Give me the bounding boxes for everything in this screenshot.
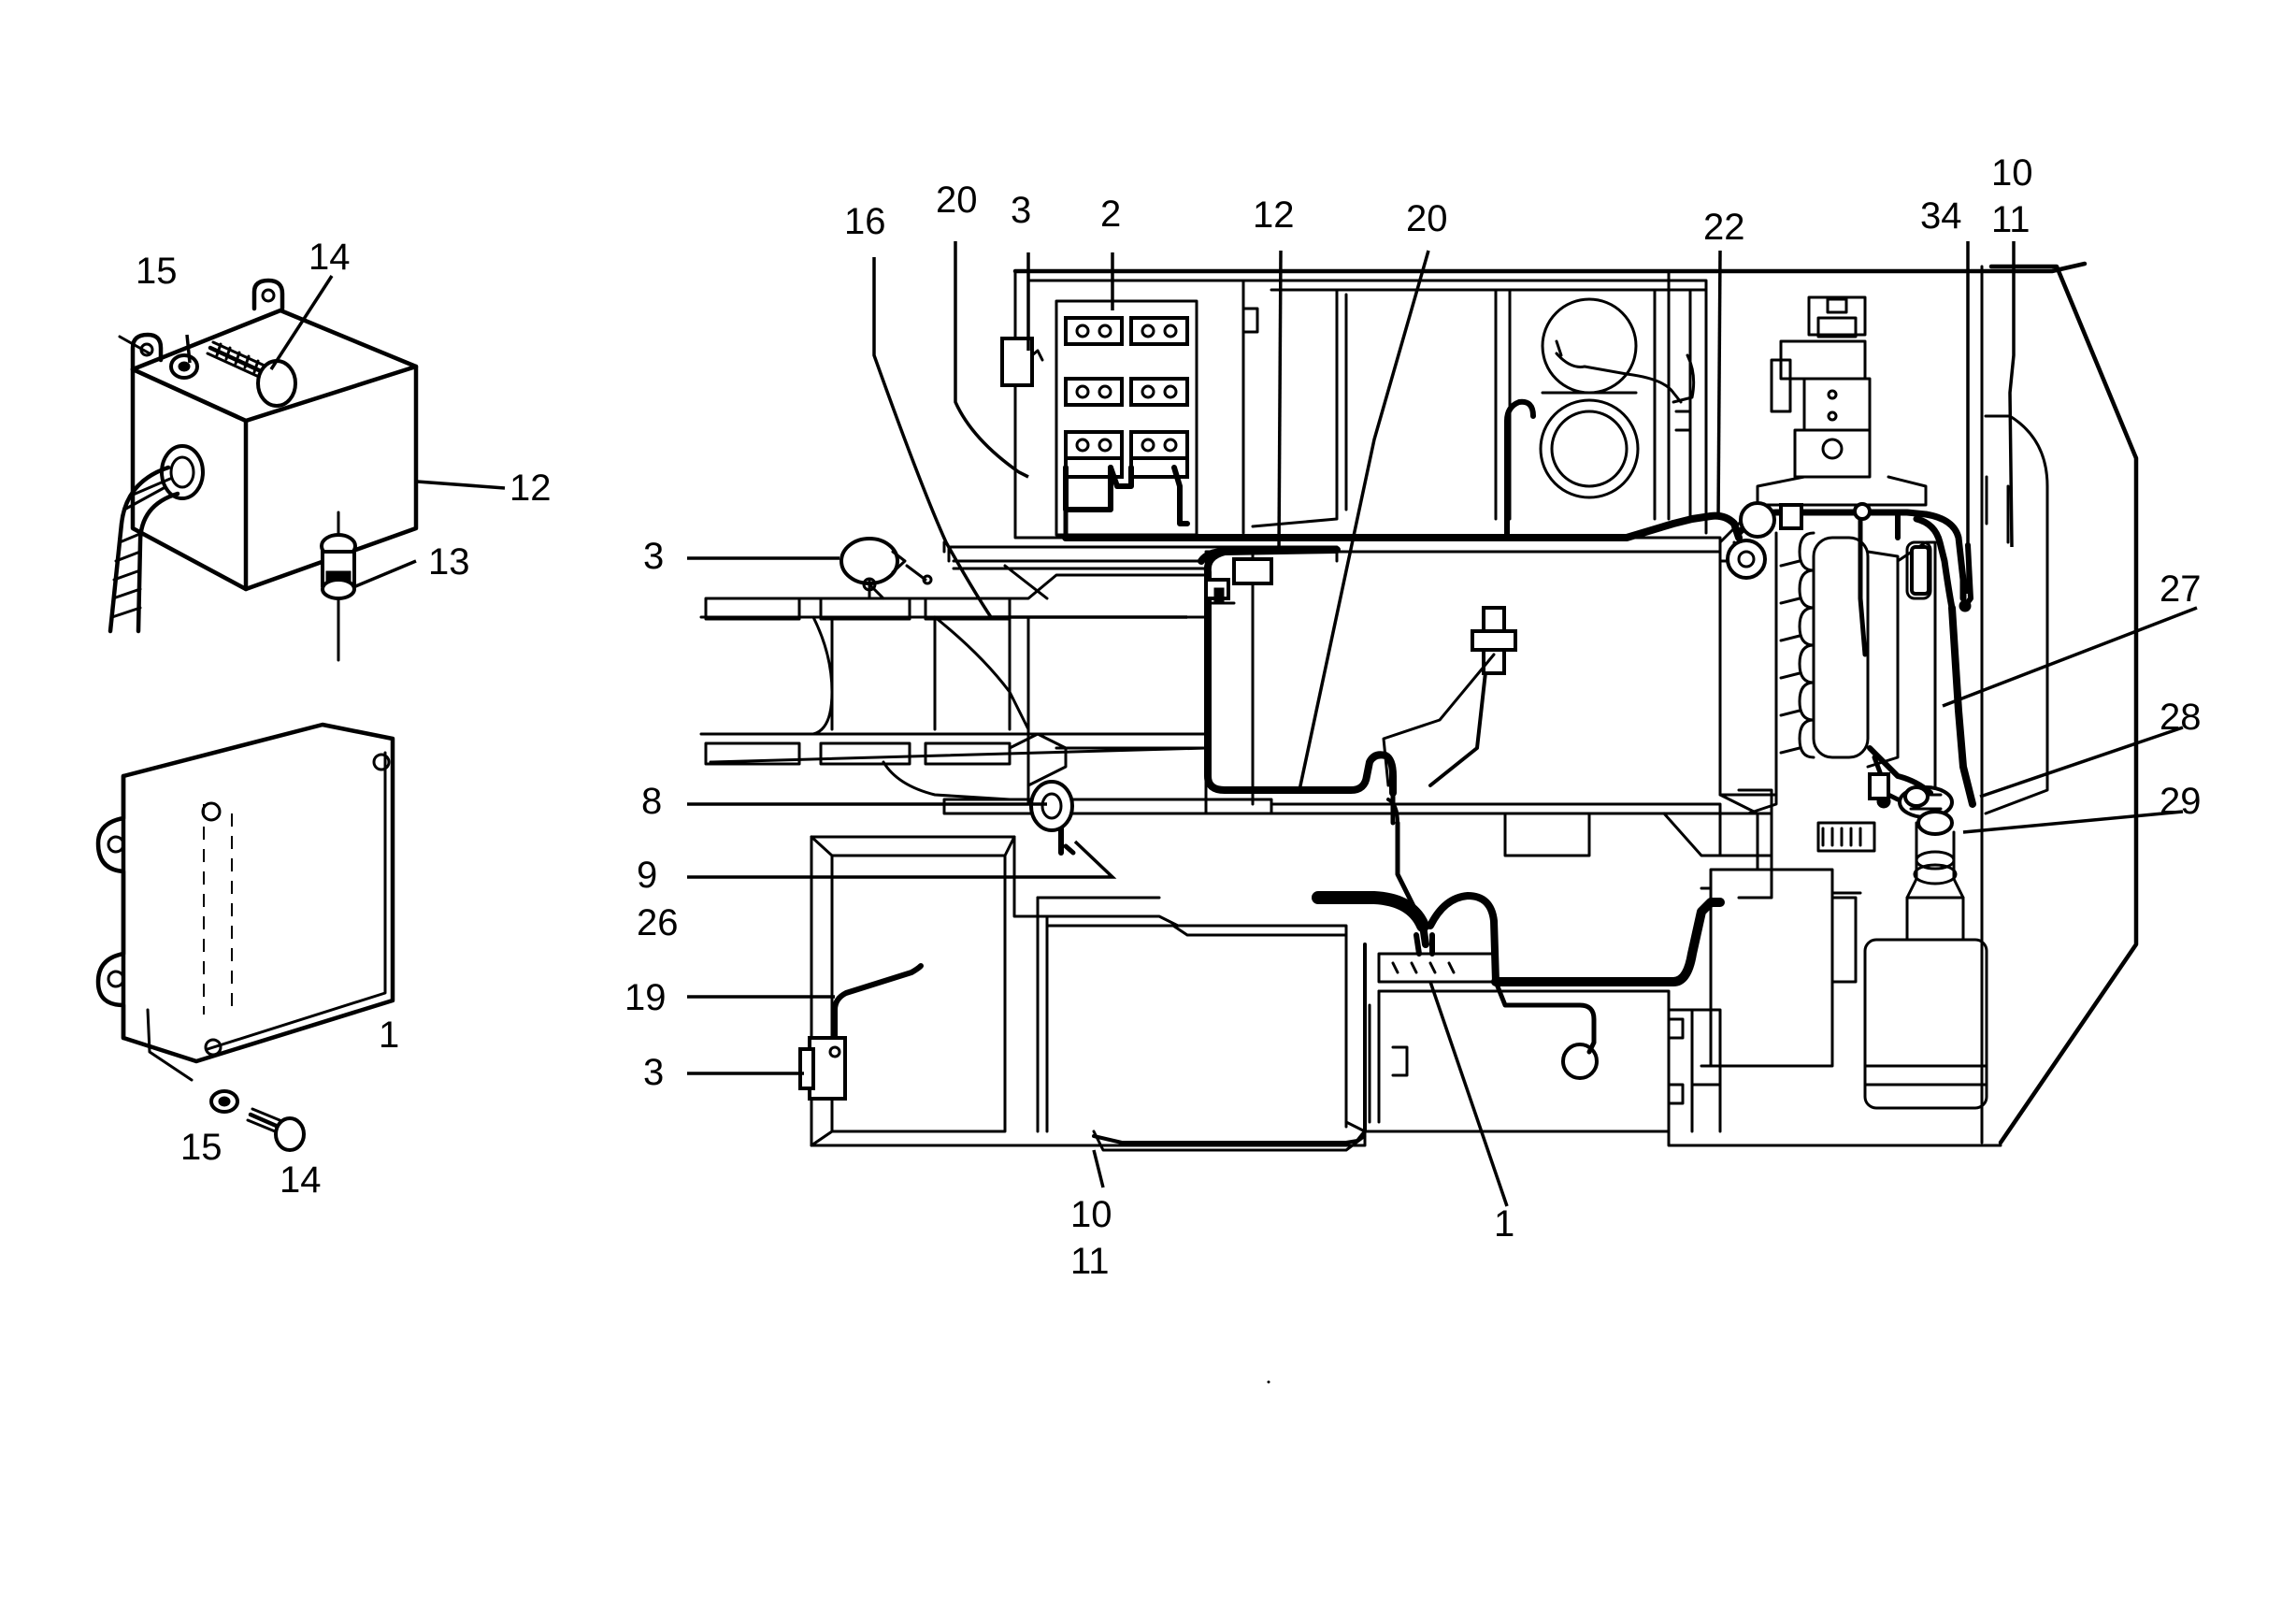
callout-27: 27 [2160, 569, 2202, 610]
callout-14: 14 [280, 1159, 322, 1201]
callout-16: 16 [844, 201, 886, 242]
callout-29: 29 [2160, 781, 2202, 822]
callout-12: 12 [1253, 194, 1295, 236]
callout-1: 1 [1494, 1203, 1514, 1245]
engine-block [1700, 295, 1988, 1110]
callout-1: 1 [379, 1015, 399, 1056]
callout-3: 3 [643, 1052, 664, 1093]
callout-22: 22 [1703, 207, 1745, 248]
callout-9: 9 [637, 855, 657, 896]
callout-26: 26 [637, 902, 679, 943]
callout-3: 3 [643, 536, 664, 577]
callout-11: 11 [1070, 1241, 1110, 1282]
callout-15: 15 [136, 251, 178, 292]
terminal-strip [1055, 299, 1198, 537]
callout-3: 3 [1011, 190, 1031, 231]
inset-junction-box [108, 278, 419, 662]
leader-lines [185, 241, 2198, 1207]
callout-19: 19 [624, 977, 667, 1018]
callout-34: 34 [1920, 195, 1962, 237]
callout-10: 10 [1070, 1194, 1112, 1235]
main-assembly [185, 241, 2198, 1207]
callout-2: 2 [1100, 194, 1121, 235]
callout-labels: 15 14 12 13 1 15 14 16 20 3 2 12 20 22 3… [136, 152, 2202, 1282]
callout-8: 8 [641, 781, 662, 822]
callout-11: 11 [1991, 199, 2031, 240]
callout-12: 12 [509, 468, 552, 509]
callout-14: 14 [309, 237, 351, 278]
callout-20: 20 [1406, 198, 1448, 239]
callout-15: 15 [180, 1127, 222, 1168]
callout-20: 20 [936, 180, 978, 221]
callout-13: 13 [428, 541, 470, 583]
speck [1267, 1380, 1270, 1384]
inset-cover-plate [95, 722, 395, 1152]
callout-28: 28 [2160, 697, 2202, 738]
callout-10: 10 [1991, 152, 2033, 194]
lower-frame [810, 835, 2002, 1152]
